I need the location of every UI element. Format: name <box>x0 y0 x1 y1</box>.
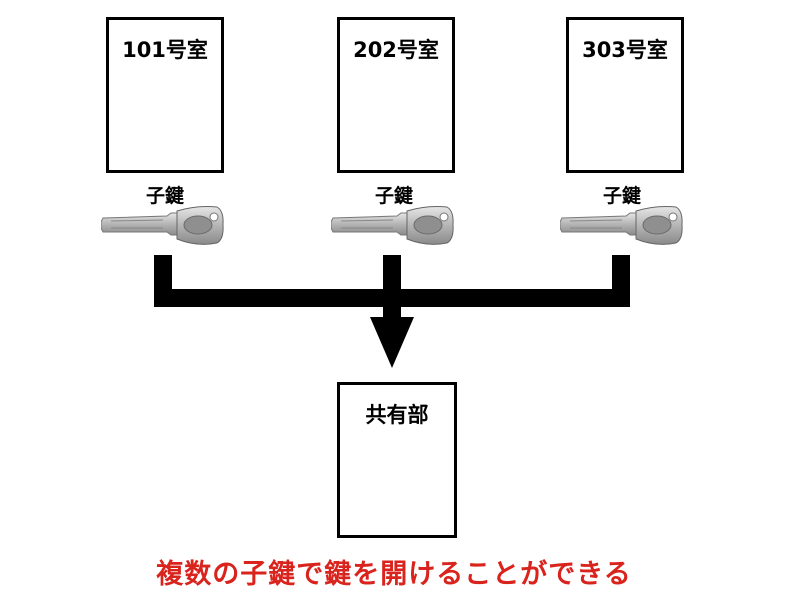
room-303-label: 303号室 <box>582 38 668 62</box>
connector-line-center <box>383 255 401 317</box>
room-101-label: 101号室 <box>122 38 208 62</box>
door-room-303: 303号室 <box>566 17 684 173</box>
connector-line-horizontal <box>154 289 630 307</box>
key-label-room-202: 子鍵 <box>374 185 413 207</box>
down-arrow-icon <box>370 317 414 368</box>
common-area-label: 共有部 <box>365 403 429 427</box>
room-202-label: 202号室 <box>353 38 439 62</box>
key-icon <box>101 206 224 245</box>
caption-text: 複数の子鍵で鍵を開けることができる <box>156 559 632 590</box>
key-label-room-101: 子鍵 <box>145 185 184 207</box>
key-icon <box>331 206 454 245</box>
key-label-room-303: 子鍵 <box>602 185 641 207</box>
door-common-area: 共有部 <box>337 382 457 538</box>
door-room-202: 202号室 <box>337 17 455 173</box>
key-icon <box>560 206 683 245</box>
door-room-101: 101号室 <box>106 17 224 173</box>
